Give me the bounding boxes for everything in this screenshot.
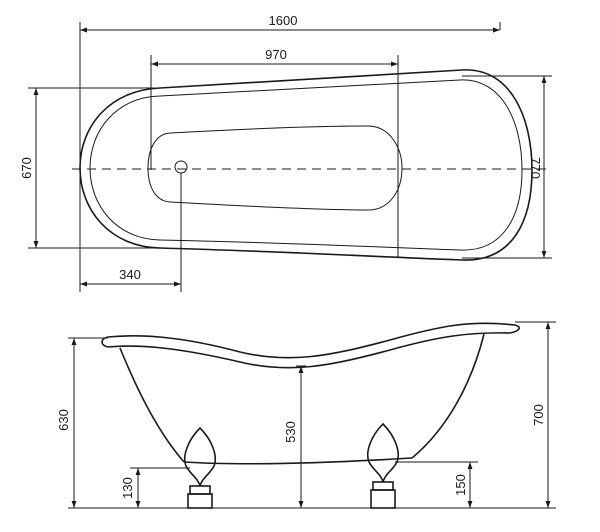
dimension-width-small: 670 — [19, 157, 34, 179]
foot-right — [367, 422, 399, 509]
tub-inner-rim — [89, 79, 523, 251]
side-view: 630 530 700 130 150 — [56, 321, 556, 509]
tub-basin — [147, 125, 403, 211]
dimension-inner-depth: 530 — [283, 421, 298, 443]
drain-icon — [174, 160, 188, 174]
top-view: 1600 970 670 770 340 — [19, 13, 552, 292]
dimension-inner-length: 970 — [265, 47, 287, 62]
dimension-height-small: 630 — [56, 409, 71, 431]
tub-body-left — [119, 347, 185, 463]
tub-rim-top — [107, 322, 516, 359]
tub-rim-bottom — [107, 332, 511, 369]
dimension-total-height: 700 — [531, 404, 546, 426]
dimension-length: 1600 — [269, 13, 298, 28]
tub-body-right — [411, 333, 485, 459]
foot-left — [184, 426, 216, 509]
dimension-width-large: 770 — [528, 157, 543, 179]
dimension-foot-right: 150 — [453, 474, 468, 496]
tub-outer-rim — [79, 69, 533, 261]
tub-body-bottom — [183, 457, 413, 465]
dimension-foot-left: 130 — [120, 477, 135, 499]
dimension-drain-offset: 340 — [119, 267, 141, 282]
